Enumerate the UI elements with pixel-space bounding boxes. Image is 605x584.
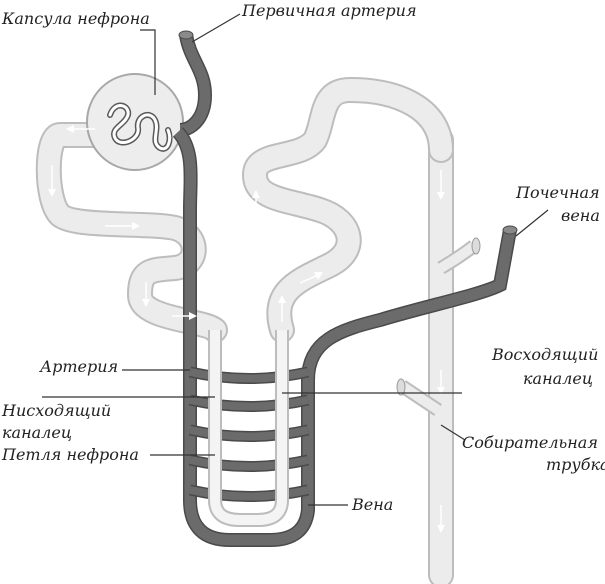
leader-lines — [42, 13, 549, 506]
label-ascending-line1: Восходящий — [491, 345, 598, 364]
arrow-icon — [299, 272, 323, 284]
label-descending-line1: Нисходящий — [1, 401, 111, 420]
label-primary-artery: Первичная артерия — [241, 1, 417, 20]
label-descending-line2: каналец — [2, 423, 72, 442]
label-vein: Вена — [351, 495, 393, 514]
arrow-icon — [48, 165, 56, 197]
label-ascending-line2: каналец — [523, 369, 593, 388]
label-artery: Артерия — [39, 357, 118, 376]
arrow-icon — [66, 125, 95, 133]
arrow-icon — [252, 190, 260, 215]
arrow-icon — [437, 170, 445, 200]
flow-arrows — [48, 103, 445, 533]
arrow-icon — [278, 295, 286, 322]
label-loop: Петля нефрона — [1, 445, 139, 464]
label-collecting-line1: Собирательная — [462, 433, 598, 452]
arrow-icon — [437, 505, 445, 533]
nephron-capsule — [86, 73, 184, 171]
label-collecting-line2: трубка — [546, 455, 605, 474]
label-renal-vein-line1: Почечная — [515, 183, 600, 202]
blood-vessels — [172, 30, 518, 547]
arrow-icon — [142, 282, 150, 307]
arrow-icon — [105, 222, 140, 230]
arrow-icon — [336, 103, 350, 126]
arrow-icon — [172, 312, 197, 320]
label-capsule: Капсула нефрона — [1, 9, 150, 28]
label-renal-vein-line2: вена — [561, 206, 600, 225]
arrow-icon — [437, 370, 445, 395]
labels: Капсула нефрона Первичная артерия Почечн… — [1, 1, 605, 514]
